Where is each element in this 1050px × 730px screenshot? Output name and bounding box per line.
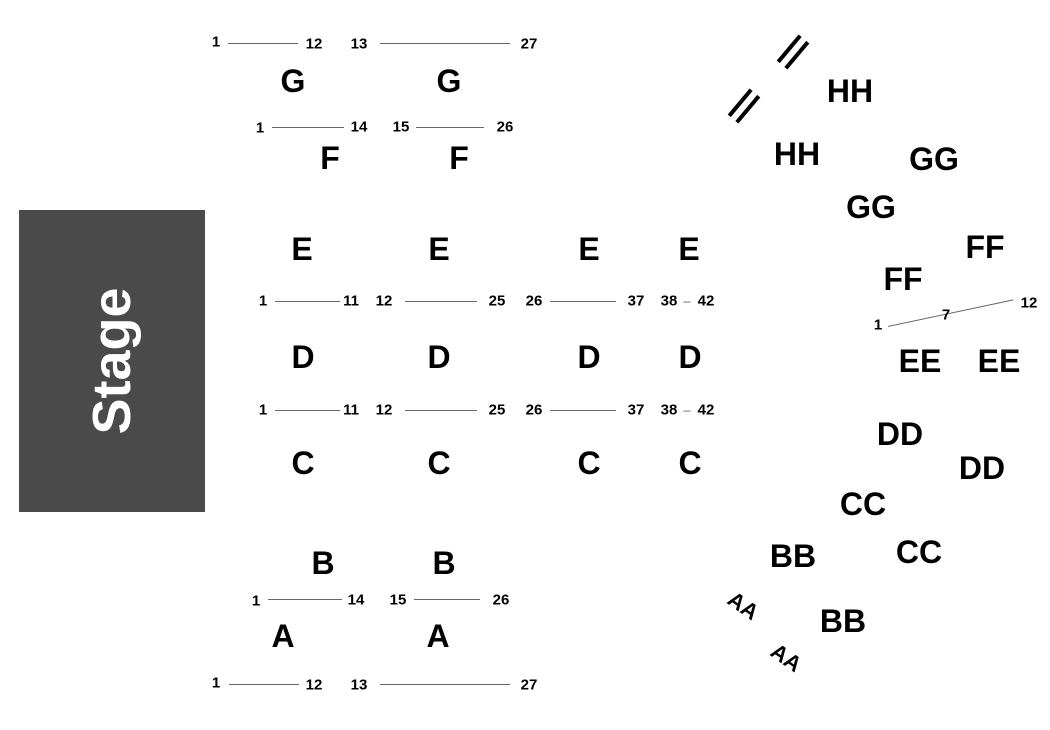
row-label-f: F — [449, 140, 469, 176]
seat-number: 25 — [488, 401, 506, 419]
seat-number: 27 — [520, 676, 538, 694]
row-label-hh: HH — [773, 136, 821, 172]
seat-number: 1 — [251, 592, 261, 610]
seat-number: 13 — [350, 676, 368, 694]
stage: Stage — [19, 210, 205, 512]
stage-label: Stage — [82, 287, 142, 435]
seat-range-line — [272, 127, 344, 128]
seat-number: 26 — [496, 118, 514, 136]
row-label-e: E — [428, 231, 450, 267]
seat-number: 11 — [343, 292, 359, 310]
seat-number: 11 — [343, 401, 359, 419]
row-label-ee: EE — [977, 343, 1021, 379]
seat-number: 37 — [627, 401, 645, 419]
seat-range-line — [380, 43, 510, 44]
row-label-aa: AA — [723, 586, 764, 625]
aisle-marker-icon — [732, 92, 757, 121]
seat-number: 1 — [255, 119, 265, 137]
seat-range-line — [414, 599, 480, 600]
seat-number: 1 — [258, 292, 268, 310]
seat-range-line — [268, 599, 342, 600]
row-label-c: C — [427, 445, 451, 481]
row-label-ee: EE — [898, 343, 942, 379]
seat-range-dash: – — [683, 402, 691, 418]
seat-number: 12 — [375, 292, 393, 310]
seat-number: 12 — [305, 676, 323, 694]
row-label-d: D — [678, 339, 702, 375]
seat-range-line — [416, 127, 484, 128]
seat-range-line — [550, 301, 616, 302]
row-label-bb: BB — [769, 538, 817, 574]
row-label-bb: BB — [819, 603, 867, 639]
row-label-d: D — [577, 339, 601, 375]
seat-number: 1 — [258, 401, 268, 419]
row-label-dd: DD — [958, 450, 1006, 486]
row-label-g: G — [436, 63, 462, 99]
row-label-gg: GG — [909, 141, 959, 177]
row-label-cc: CC — [839, 486, 887, 522]
seat-range-dash: – — [683, 293, 691, 309]
seat-range-line — [550, 410, 616, 411]
seat-range-line — [275, 410, 340, 411]
row-label-ff: FF — [883, 261, 923, 297]
row-label-cc: CC — [895, 534, 943, 570]
seat-number: 37 — [627, 292, 645, 310]
seat-number: 12 — [375, 401, 393, 419]
seat-number: 12 — [305, 35, 323, 53]
row-label-gg: GG — [846, 189, 896, 225]
seat-number: 38 — [660, 401, 678, 419]
row-label-c: C — [291, 445, 315, 481]
seat-range-line — [405, 301, 477, 302]
seat-number: 15 — [392, 118, 410, 136]
row-label-c: C — [678, 445, 702, 481]
seat-number: 13 — [350, 35, 368, 53]
seat-number: 27 — [520, 35, 538, 53]
row-label-e: E — [678, 231, 700, 267]
seat-number: 14 — [350, 118, 368, 136]
seat-number: 38 — [660, 292, 678, 310]
seat-number: 42 — [697, 401, 715, 419]
seat-number: 25 — [488, 292, 506, 310]
row-label-hh: HH — [826, 73, 874, 109]
seat-number: 7 — [941, 306, 951, 324]
row-label-ff: FF — [965, 229, 1005, 265]
row-label-g: G — [280, 63, 306, 99]
row-label-dd: DD — [876, 416, 924, 452]
seat-number: 26 — [525, 292, 543, 310]
seat-number: 14 — [347, 591, 365, 609]
seat-number: 1 — [211, 33, 221, 51]
row-label-f: F — [320, 140, 340, 176]
row-label-c: C — [577, 445, 601, 481]
row-label-b: B — [432, 545, 456, 581]
row-label-e: E — [291, 231, 313, 267]
row-label-d: D — [291, 339, 315, 375]
row-label-b: B — [311, 545, 335, 581]
seat-number: 26 — [492, 591, 510, 609]
seat-number: 12 — [1020, 294, 1038, 312]
seat-number: 15 — [389, 591, 407, 609]
row-label-aa: AA — [766, 638, 807, 677]
seat-range-line — [229, 684, 299, 685]
seat-number: 26 — [525, 401, 543, 419]
seat-range-line — [275, 301, 340, 302]
seat-number: 42 — [697, 292, 715, 310]
seat-number: 1 — [873, 316, 883, 334]
row-label-d: D — [427, 339, 451, 375]
seat-range-line — [380, 684, 510, 685]
row-label-e: E — [578, 231, 600, 267]
row-label-a: A — [426, 618, 450, 654]
seat-range-line — [405, 410, 477, 411]
seat-range-line — [228, 43, 298, 44]
seat-number: 1 — [211, 674, 221, 692]
aisle-marker-icon — [781, 38, 806, 67]
row-label-a: A — [271, 618, 295, 654]
seat-range-line — [888, 299, 1014, 327]
